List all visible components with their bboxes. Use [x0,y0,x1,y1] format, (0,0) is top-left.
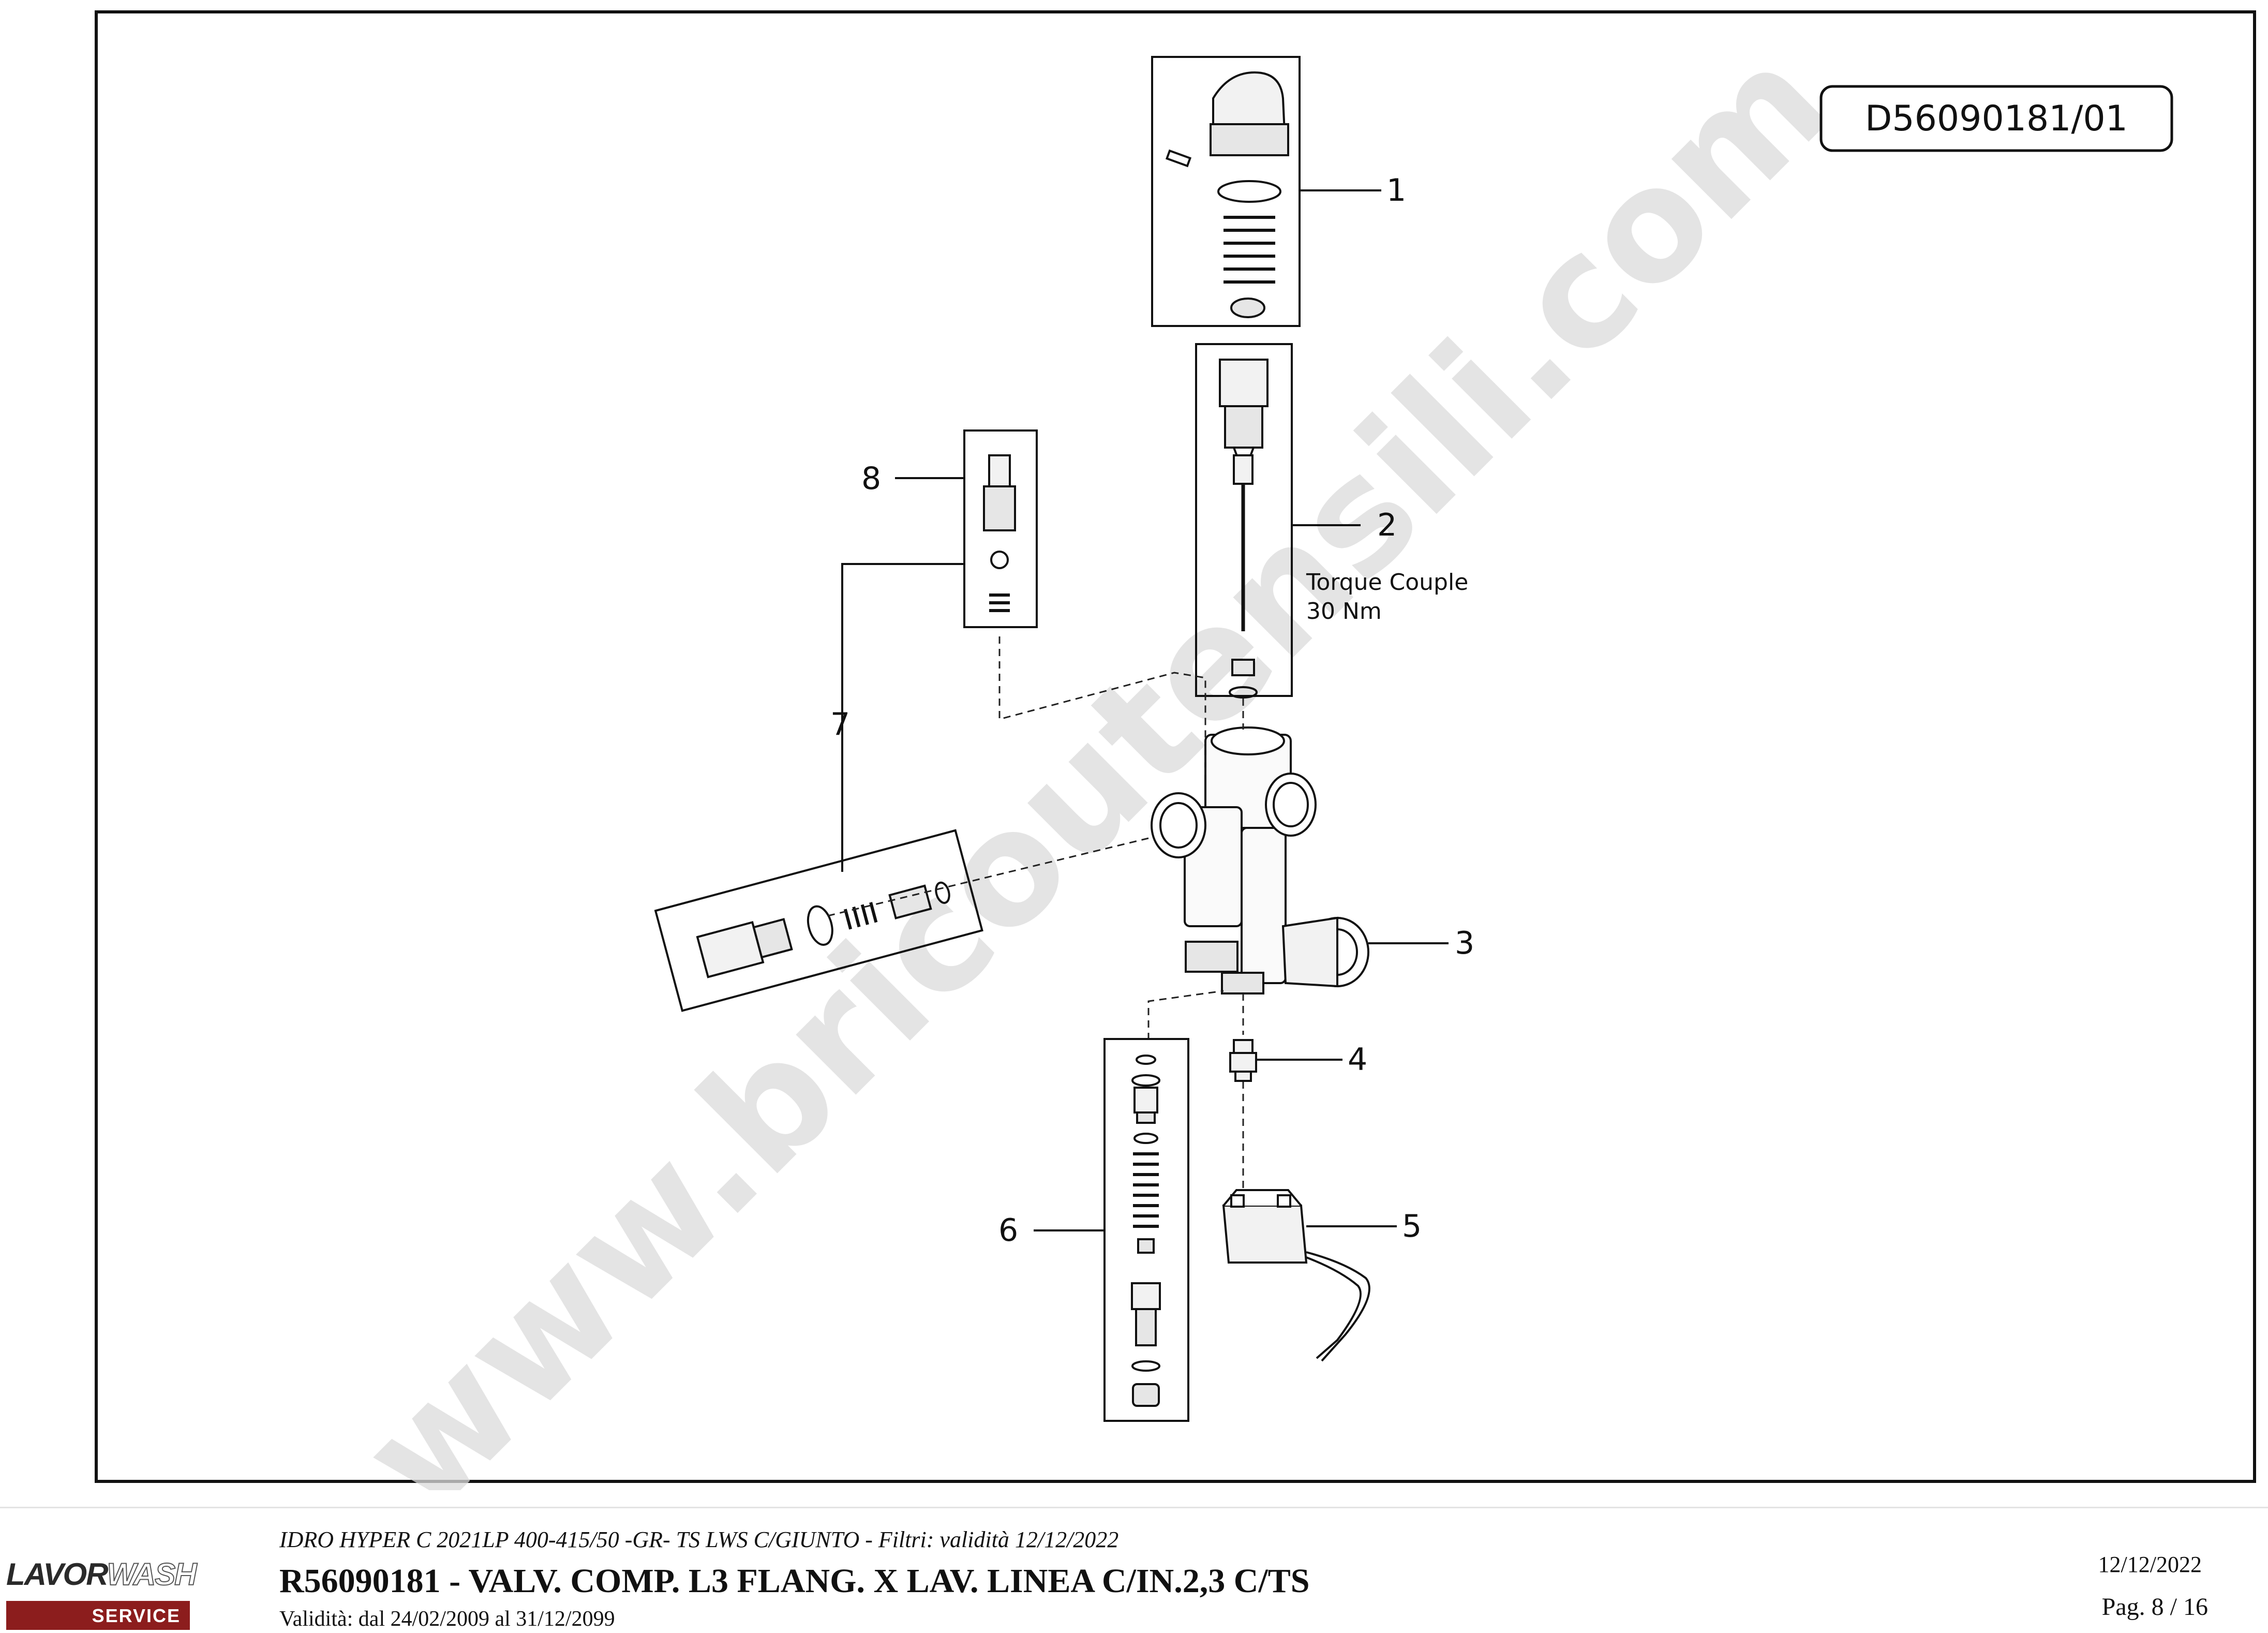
callout-numbers: 1 2 3 4 5 6 7 8 [830,172,1474,1249]
drawing-code: D56090181/01 [1865,98,2128,139]
callout-5: 5 [1402,1208,1422,1244]
callout-leaders [841,189,1449,1231]
callout-3: 3 [1455,925,1474,961]
callout-6: 6 [998,1212,1018,1249]
callout-7: 7 [830,706,850,743]
part-group-4 [1229,1039,1257,1082]
service-label: SERVICE [92,1605,181,1626]
torque-note-line2: 30 Nm [1306,598,1382,625]
exploded-diagram: www.bricoutensili.com D56090181/01 [327,12,2173,1490]
callout-1: 1 [1386,172,1406,209]
brand-wordmark: LAVORWASH [6,1556,197,1592]
page-number: Pag. 8 / 16 [2101,1593,2208,1621]
part-group-3-valve-body [1151,726,1369,994]
footer-validity: Validità: dal 24/02/2009 al 31/12/2099 [279,1607,615,1631]
part-group-1 [1151,56,1301,327]
callout-8: 8 [861,461,881,497]
torque-note-line1: Torque Couple [1306,569,1468,596]
assembly-lines [827,636,1244,1195]
part-group-2 [1195,343,1293,699]
callout-4: 4 [1348,1042,1367,1078]
footer-title: R56090181 - VALV. COMP. L3 FLANG. X LAV.… [279,1562,1310,1600]
callout-2: 2 [1377,507,1397,543]
part-group-6 [1103,1038,1189,1422]
part-group-8 [963,429,1038,628]
service-band: SERVICE [6,1601,190,1630]
footer-date: 12/12/2022 [2098,1552,2202,1577]
drawing-frame [95,10,2256,1483]
footer-subtitle: IDRO HYPER C 2021LP 400-415/50 -GR- TS L… [279,1527,1119,1552]
footer-divider [0,1507,2268,1508]
brand-logo: LAVORWASH SERVICE [6,1556,197,1630]
drawing-code-box [1819,85,2173,152]
part-group-7 [654,829,983,1012]
part-group-5 [1222,1189,1370,1362]
watermark-text: www.bricoutensili.com [327,12,1862,1490]
